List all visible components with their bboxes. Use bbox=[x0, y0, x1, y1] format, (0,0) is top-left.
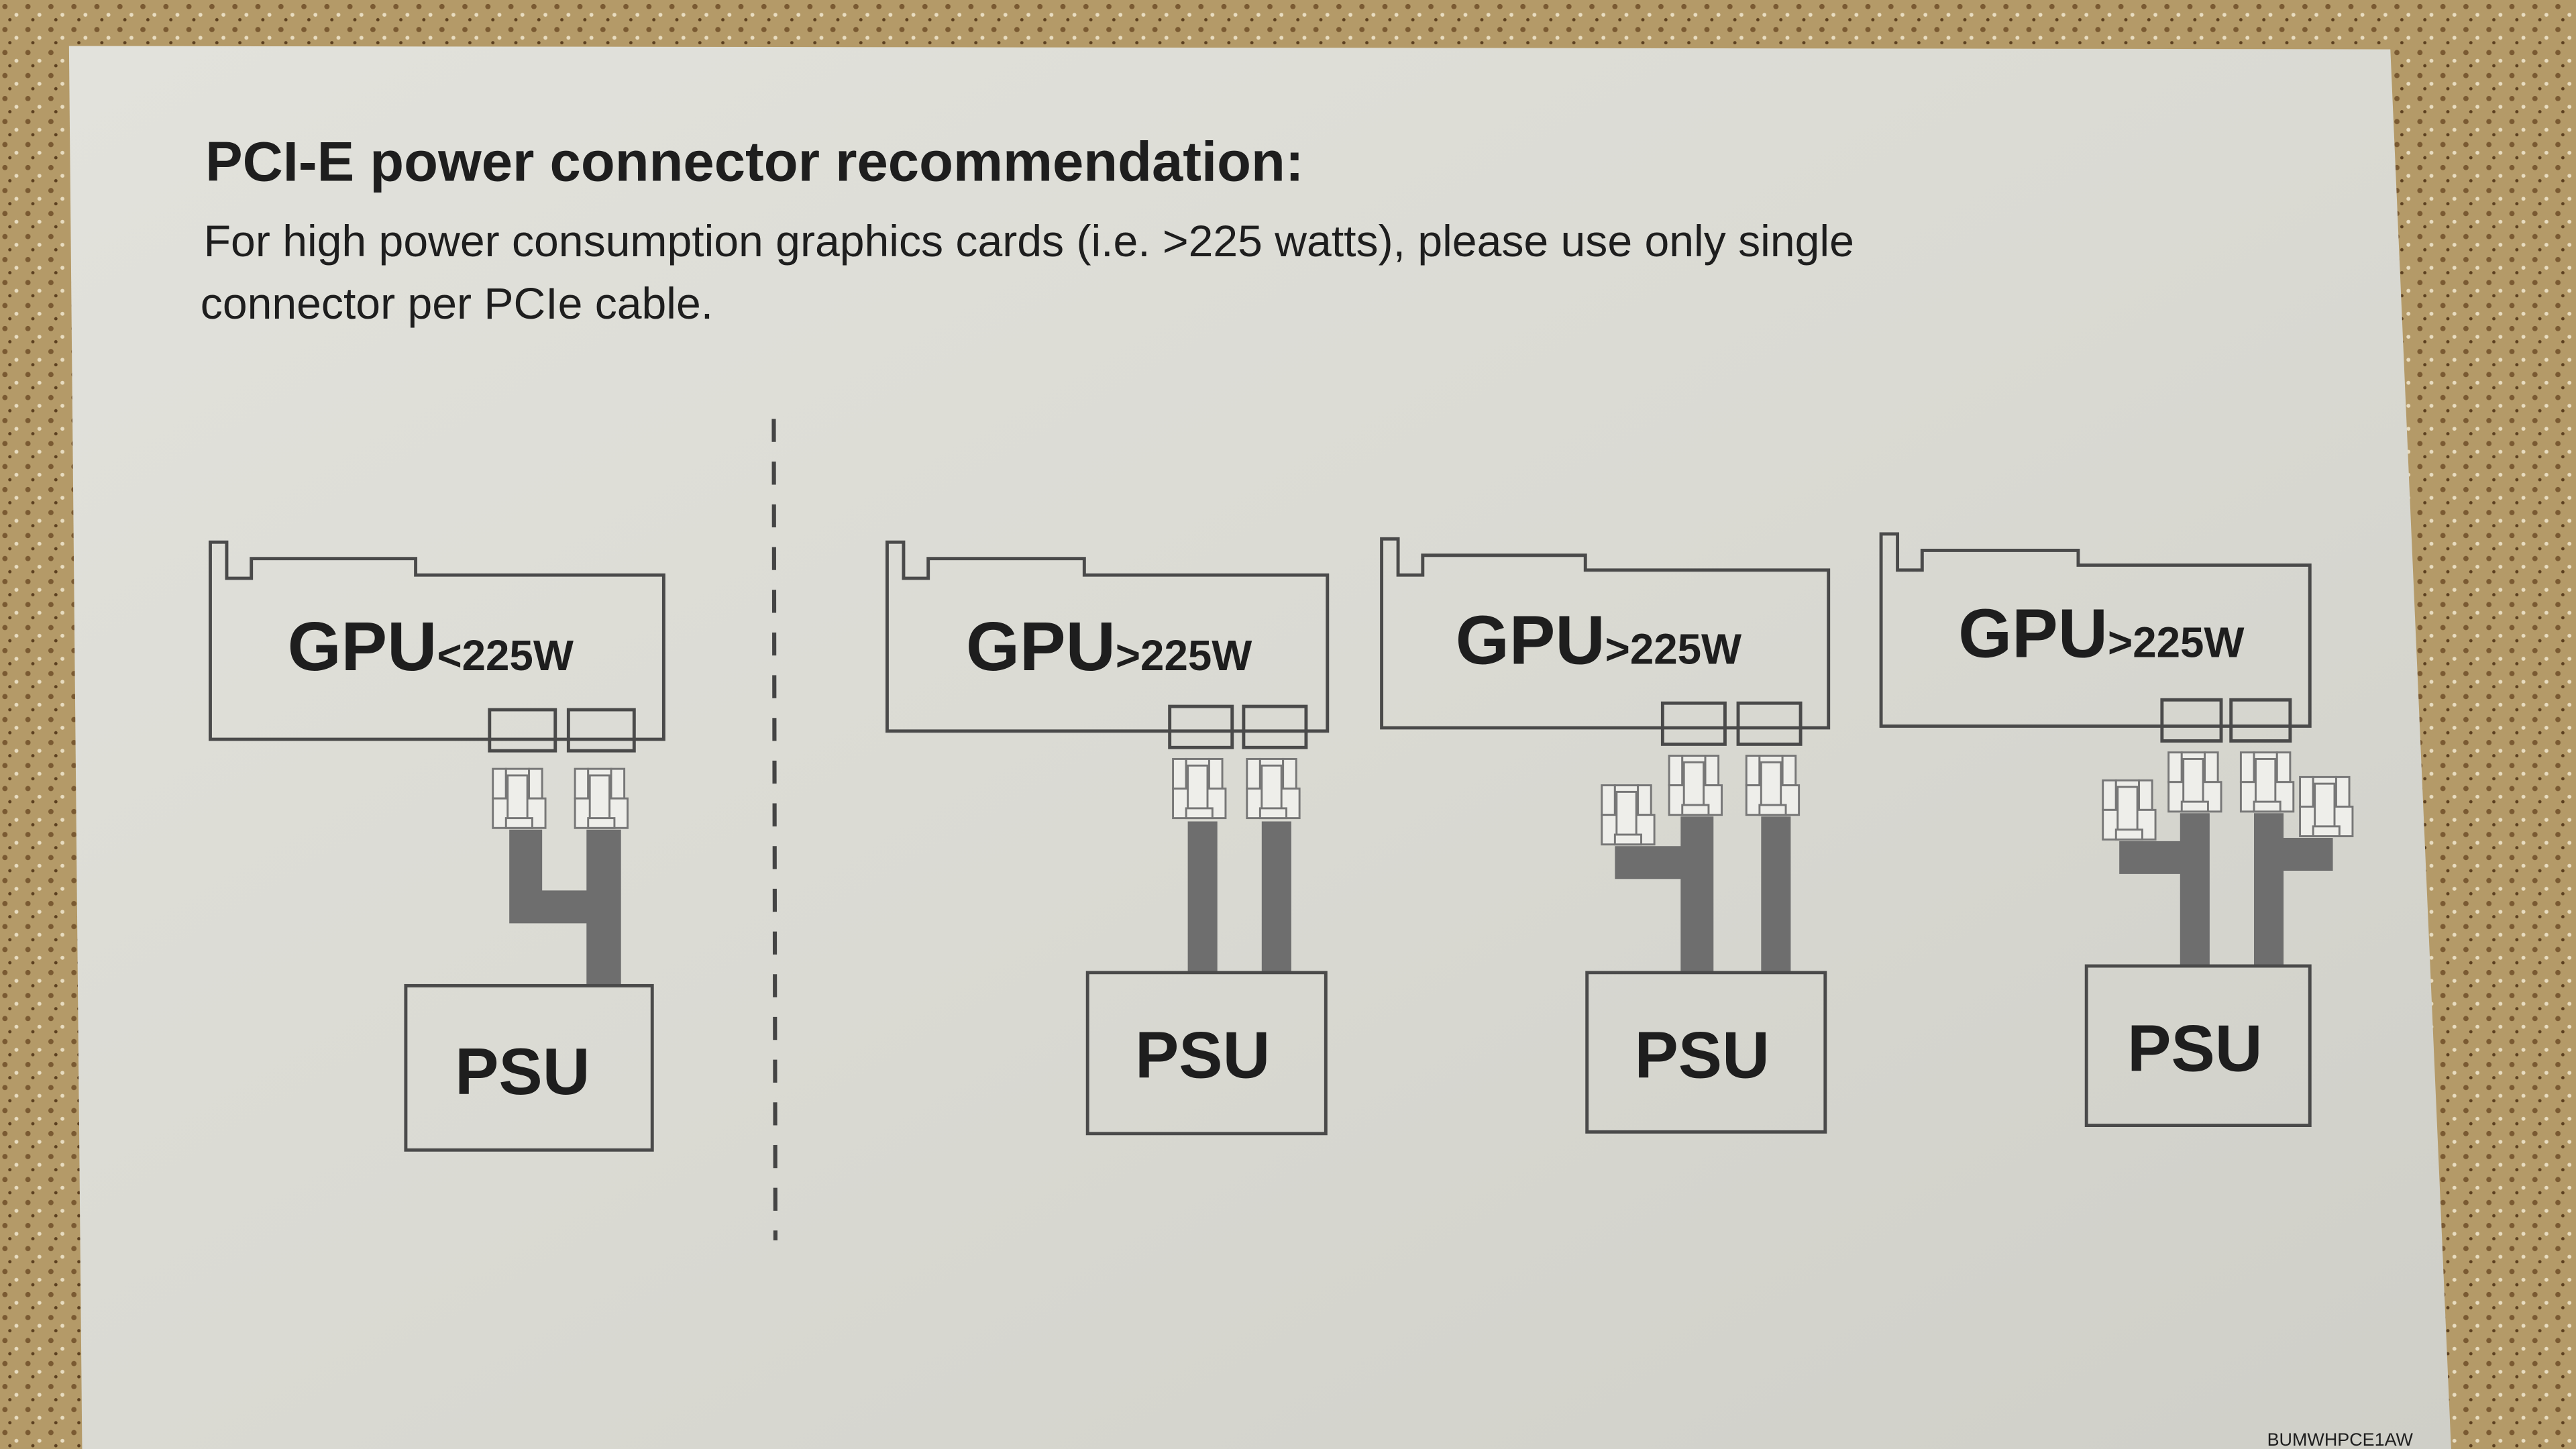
diagram-gpu-over-225w-two-cables: GPU>225W PSU bbox=[885, 540, 1330, 1136]
gpu-card-outline bbox=[1380, 537, 1831, 730]
svg-text:GPU>225W: GPU>225W bbox=[1456, 601, 1742, 678]
gpu-power-socket bbox=[2160, 698, 2223, 743]
svg-text:GPU>225W: GPU>225W bbox=[966, 608, 1252, 685]
pcie-cable bbox=[1261, 821, 1291, 973]
gpu-card-outline bbox=[1879, 532, 2312, 728]
pcie-plug-connector bbox=[2167, 751, 2222, 813]
psu-label: PSU bbox=[1135, 1018, 1270, 1092]
svg-text:GPU<225W: GPU<225W bbox=[288, 608, 574, 685]
gpu-label: GPU bbox=[966, 608, 1116, 685]
gpu-wattage: >225W bbox=[1605, 625, 1742, 673]
divider-dashed-line bbox=[771, 419, 777, 1240]
footer-code: BUMWHPCE1AW bbox=[2267, 1430, 2414, 1449]
gpu-power-socket bbox=[2229, 698, 2292, 743]
diagram-gpu-over-225w-two-y-cables: GPU>225W PSU bbox=[1879, 532, 2354, 1127]
description-line-1: For high power consumption graphics card… bbox=[204, 217, 1854, 266]
gpu-wattage: >225W bbox=[2108, 619, 2245, 667]
pcie-plug-connector bbox=[2299, 775, 2354, 838]
pcie-plug-connector bbox=[1668, 755, 1723, 816]
gpu-label: GPU bbox=[1456, 601, 1605, 678]
pcie-plug-group bbox=[2102, 751, 2354, 841]
psu-label: PSU bbox=[455, 1034, 590, 1108]
psu-box bbox=[404, 983, 654, 1152]
psu-box bbox=[1585, 971, 1827, 1134]
psu-label: PSU bbox=[2127, 1012, 2262, 1085]
pcie-plug-group bbox=[1172, 757, 1301, 820]
gpu-power-socket bbox=[1168, 704, 1234, 749]
gpu-label: GPU bbox=[1958, 595, 2108, 672]
gpu-power-socket bbox=[1736, 701, 1803, 746]
svg-text:GPU>225W: GPU>225W bbox=[1958, 595, 2245, 672]
y-split-pcie-cable bbox=[2254, 813, 2333, 966]
pcie-plug-group bbox=[492, 767, 629, 829]
pcie-plug-connector bbox=[2102, 779, 2157, 841]
diagram-gpu-under-225w: GPU<225W PSU bbox=[209, 540, 665, 1152]
pcie-plug-connector bbox=[1601, 784, 1656, 846]
pcie-plug-connector bbox=[1745, 755, 1801, 816]
y-split-pcie-cable bbox=[1615, 816, 1714, 973]
pcie-plug-connector bbox=[574, 767, 629, 829]
gpu-card-outline bbox=[209, 540, 665, 741]
pcie-cable bbox=[1187, 821, 1218, 973]
page-title: PCI-E power connector recommendation: bbox=[205, 130, 1303, 193]
pcie-plug-connector bbox=[492, 767, 547, 829]
pcie-plug-connector bbox=[1172, 757, 1227, 820]
diagram-gpu-over-225w-y-and-single: GPU>225W PSU bbox=[1380, 537, 1831, 1134]
psu-label: PSU bbox=[1634, 1018, 1769, 1092]
y-split-pcie-cable bbox=[509, 829, 621, 986]
pcie-plug-connector bbox=[1246, 757, 1301, 820]
description-line-2: connector per PCIe cable. bbox=[201, 279, 713, 329]
gpu-power-socket bbox=[566, 708, 636, 753]
psu-box bbox=[2084, 964, 2312, 1127]
pcie-plug-connector bbox=[2239, 751, 2295, 813]
gpu-power-socket bbox=[1660, 701, 1727, 746]
gpu-power-socket bbox=[488, 708, 557, 753]
gpu-wattage: >225W bbox=[1116, 632, 1252, 680]
y-split-pcie-cable bbox=[2119, 813, 2210, 966]
gpu-wattage: <225W bbox=[437, 632, 574, 680]
gpu-card-outline bbox=[885, 540, 1330, 733]
pcie-cable bbox=[1761, 816, 1791, 973]
psu-box bbox=[1085, 971, 1328, 1136]
gpu-label: GPU bbox=[288, 608, 437, 685]
pcie-plug-group bbox=[1601, 755, 1801, 846]
gpu-power-socket bbox=[1242, 704, 1308, 749]
